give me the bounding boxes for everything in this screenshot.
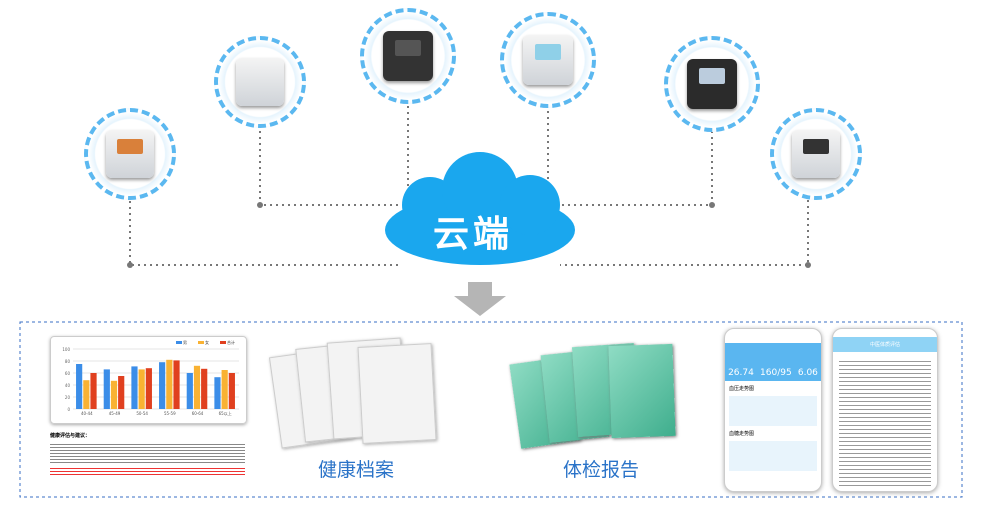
bar xyxy=(201,368,208,409)
bar xyxy=(90,373,97,409)
x-tick-label: 45-49 xyxy=(109,411,121,416)
y-tick-label: 0 xyxy=(67,407,70,412)
legend-swatch xyxy=(220,341,226,344)
report-highlight-text xyxy=(50,466,245,476)
bp-value: 160/95 xyxy=(760,368,792,378)
cloud-label: 云端 xyxy=(433,214,514,255)
biochemistry-analyzer-device xyxy=(84,108,176,200)
y-tick-label: 40 xyxy=(65,383,71,388)
cloud-shape xyxy=(385,152,575,265)
app-screen-tcm: 中医体质评估 xyxy=(832,328,938,492)
legend-label: 男 xyxy=(183,340,187,345)
bar xyxy=(138,369,145,409)
app-screen-health: 26.74 160/95 6.06 血压走势图 血糖走势图 xyxy=(724,328,822,492)
report-text xyxy=(50,442,245,464)
y-tick-label: 20 xyxy=(65,395,71,400)
x-tick-label: 60-64 xyxy=(192,411,204,416)
bar xyxy=(76,364,83,409)
y-tick-label: 100 xyxy=(62,347,70,352)
bar xyxy=(118,376,125,409)
legend-label: 女 xyxy=(205,339,209,345)
bar xyxy=(131,366,138,409)
glucose-value: 6.06 xyxy=(797,368,818,378)
bmi-value: 26.74 xyxy=(728,368,754,378)
exam-report-label: 体检报告 xyxy=(563,459,640,481)
x-tick-label: 65以上 xyxy=(219,410,232,416)
bar xyxy=(214,377,221,409)
down-arrow-icon xyxy=(454,282,506,316)
bar xyxy=(166,359,173,409)
glucose-trend-title: 血糖走势图 xyxy=(729,431,755,437)
bp-trend-title: 血压走势图 xyxy=(729,386,755,392)
legend-swatch xyxy=(176,341,182,344)
legend-label: 合计 xyxy=(227,339,235,345)
legend-swatch xyxy=(198,341,204,344)
bar xyxy=(228,373,235,409)
y-tick-label: 80 xyxy=(65,359,71,364)
bar xyxy=(186,373,193,409)
bar xyxy=(221,370,228,409)
x-tick-label: 55-59 xyxy=(164,411,176,416)
assessment-report: 0 20 40 60 80 100 40-44 45-49 50-54 55-59 60-64 65以… xyxy=(50,336,247,486)
x-tick-label: 40-44 xyxy=(81,411,93,416)
bar xyxy=(159,362,166,409)
blood-analyzer-device xyxy=(214,36,306,128)
y-tick-label: 60 xyxy=(65,371,71,376)
bar xyxy=(83,380,90,409)
tcm-title: 中医体质评估 xyxy=(833,337,937,352)
bar xyxy=(173,360,180,409)
bar xyxy=(193,365,201,409)
x-tick-label: 50-54 xyxy=(136,411,148,416)
health-records-label: 健康档案 xyxy=(318,459,395,481)
urine-analyzer-device xyxy=(770,108,862,200)
bar xyxy=(110,380,118,409)
ultrasound-device xyxy=(360,8,456,104)
report-heading: 健康评估与建议： xyxy=(50,433,91,439)
blood-pressure-monitor-device xyxy=(664,36,760,132)
bar xyxy=(103,369,110,409)
ecg-machine-device xyxy=(500,12,596,108)
bar-chart: 0 20 40 60 80 100 40-44 45-49 50-54 55-59 60-64 65以… xyxy=(50,336,247,424)
bar xyxy=(145,368,152,409)
